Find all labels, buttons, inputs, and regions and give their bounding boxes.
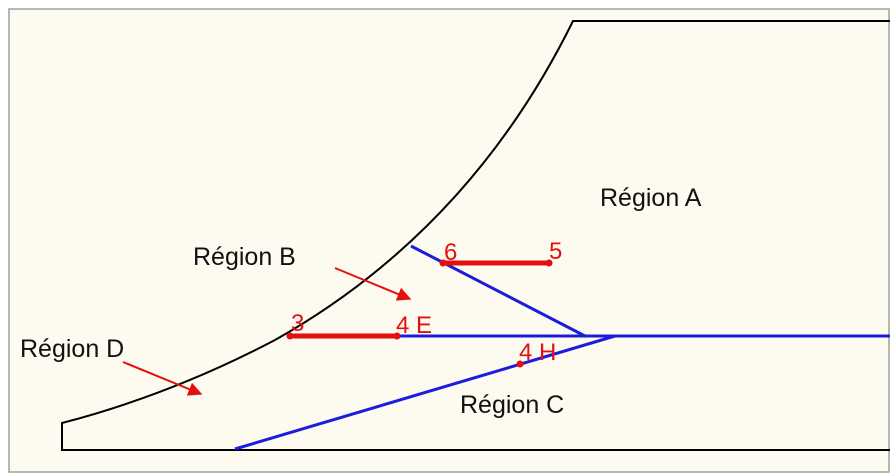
point-4h-dot [516, 360, 524, 368]
drawing-background [8, 8, 890, 473]
region-b-label: Région B [193, 243, 296, 271]
point-4e-label: 4 E [396, 312, 432, 339]
point-5-label: 5 [549, 238, 562, 265]
lower-slanted-boundary [234, 334, 616, 451]
point-4h-label: 4 H [519, 339, 556, 366]
point-3-dot [286, 332, 294, 340]
point-3-label: 3 [291, 310, 304, 337]
region-c-label: Région C [460, 391, 564, 419]
upper-slanted-boundary [410, 244, 586, 338]
region-b-arrow [334, 267, 412, 301]
point-5-dot [545, 259, 553, 267]
region-d-label: Région D [20, 335, 124, 363]
outer-boundary-outline [61, 20, 890, 451]
point-6-dot [439, 259, 447, 267]
region-d-arrow [122, 361, 203, 396]
region-a-label: Région A [600, 184, 702, 212]
point-6-label: 6 [444, 239, 457, 266]
point-4e-dot [393, 332, 401, 340]
